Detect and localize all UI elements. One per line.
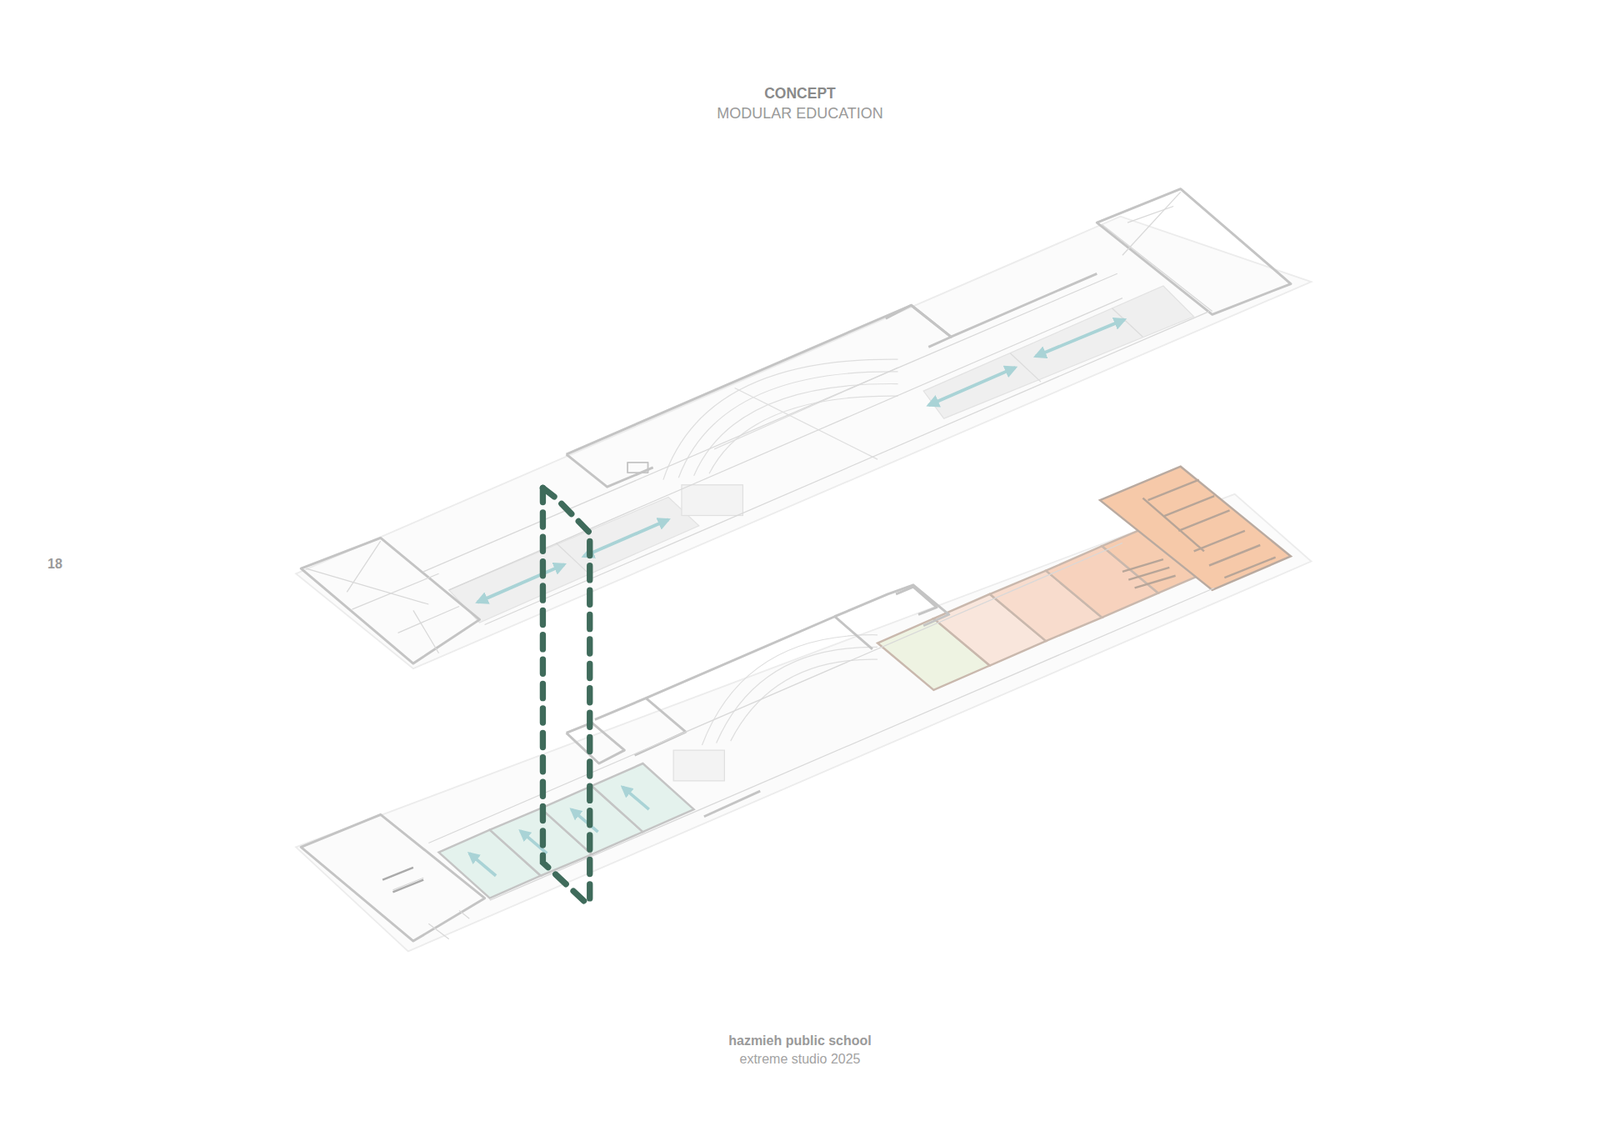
lower-thin-lines-part: [392, 877, 424, 890]
upper-walls-part: [1096, 189, 1291, 315]
upper-thin-lines-part: [413, 610, 440, 653]
upper-amphitheatre-part: [678, 371, 898, 478]
lower-walls-part: [566, 722, 625, 764]
upper-amphitheatre-part: [694, 383, 899, 475]
lower-amphitheatre-part: [673, 750, 725, 781]
upper-thin-lines-part: [351, 573, 439, 610]
lower-wall-notes-part: [392, 880, 424, 893]
upper-walls-part: [566, 273, 1098, 455]
lower-walls-part: [645, 616, 873, 699]
lower-thin-lines-part: [428, 543, 1123, 844]
upper-thin-lines-part: [1127, 205, 1174, 223]
lower-orange-furniture: [1122, 480, 1276, 589]
lower-orange-furniture-part: [1178, 510, 1230, 530]
lower-arrows-part: [622, 786, 650, 810]
lower-amphitheatre-part: [701, 635, 878, 745]
lower-walls-part: [595, 698, 686, 756]
lower-orange-furniture-part: [1122, 559, 1164, 572]
lower-arrows: [469, 786, 650, 876]
upper-thin-lines-part: [305, 568, 429, 605]
lower-walls-part: [895, 586, 937, 615]
lower-orange-furniture-part: [1128, 567, 1170, 580]
upper-arrows: [477, 319, 1125, 602]
lower-orange-furniture-part: [1194, 530, 1245, 551]
lower-orange-furniture-part: [1163, 495, 1215, 516]
upper-thin-lines-part: [1101, 225, 1212, 312]
lower-walls-part: [835, 585, 950, 626]
lower-orange-classrooms: [877, 466, 1291, 690]
upper-thin-lines-part: [449, 298, 1123, 590]
upper-walls-part: [885, 305, 951, 347]
lower-orange-furniture-part: [1209, 545, 1260, 565]
upper-walls-part: [566, 454, 654, 487]
studio-credit: extreme studio 2025: [740, 1050, 861, 1067]
upper-classroom-strip-part: [449, 496, 700, 623]
lower-wall-notes: [382, 867, 424, 892]
lower-amphitheatre-part: [730, 659, 878, 741]
upper-arrows-part: [583, 519, 669, 556]
lower-orange-furniture-part: [1224, 557, 1275, 578]
lower-floor-slab: [295, 494, 1311, 952]
upper-arrows-part: [477, 564, 565, 602]
lower-orange-furniture-part: [1135, 575, 1176, 589]
module-dashed-link-part: [542, 487, 590, 906]
lower-orange-furniture-part: [1148, 480, 1200, 500]
lower-thin-lines-part: [459, 910, 470, 919]
upper-thin-lines-part: [398, 605, 460, 633]
lower-thin-lines-part: [428, 923, 449, 939]
lower-floor-slab-part: [295, 494, 1311, 952]
upper-walls-part: [300, 537, 480, 664]
upper-thin-lines: [305, 191, 1212, 653]
lower-thin-lines-part: [490, 587, 1215, 900]
upper-classroom-strip-part: [923, 285, 1194, 419]
lower-wall-notes-part: [382, 867, 414, 880]
module-dashed-link: [542, 487, 590, 906]
upper-walls-part: [627, 462, 648, 473]
upper-classroom-strip: [449, 285, 1195, 623]
lower-walls: [300, 585, 950, 941]
upper-thin-lines-part: [485, 311, 1210, 625]
lower-walls-part: [300, 814, 485, 941]
lower-arrows-part: [469, 853, 496, 876]
upper-walls: [300, 189, 1291, 664]
upper-arrows-part: [928, 367, 1015, 405]
module-dashed-link-part: [542, 487, 590, 906]
lower-thin-lines-part: [382, 867, 414, 880]
upper-amphitheatre-part: [681, 485, 743, 516]
page-number: 18: [47, 555, 63, 572]
page-title: CONCEPT: [764, 85, 836, 103]
upper-thin-lines-part: [1122, 191, 1181, 255]
lower-amphitheatre-part: [716, 646, 878, 743]
lower-amphitheatre: [673, 635, 878, 781]
page-subtitle: MODULAR EDUCATION: [716, 105, 884, 124]
upper-thin-lines-part: [346, 540, 380, 592]
lower-arrows-part: [571, 809, 599, 832]
lower-orange-classrooms-part: [1100, 466, 1291, 590]
project-name: hazmieh public school: [728, 1032, 872, 1049]
upper-arrows-part: [1035, 319, 1125, 356]
lower-thin-lines: [382, 543, 1215, 940]
upper-thin-lines-part: [423, 273, 1118, 572]
upper-amphitheatre-part: [735, 387, 878, 460]
